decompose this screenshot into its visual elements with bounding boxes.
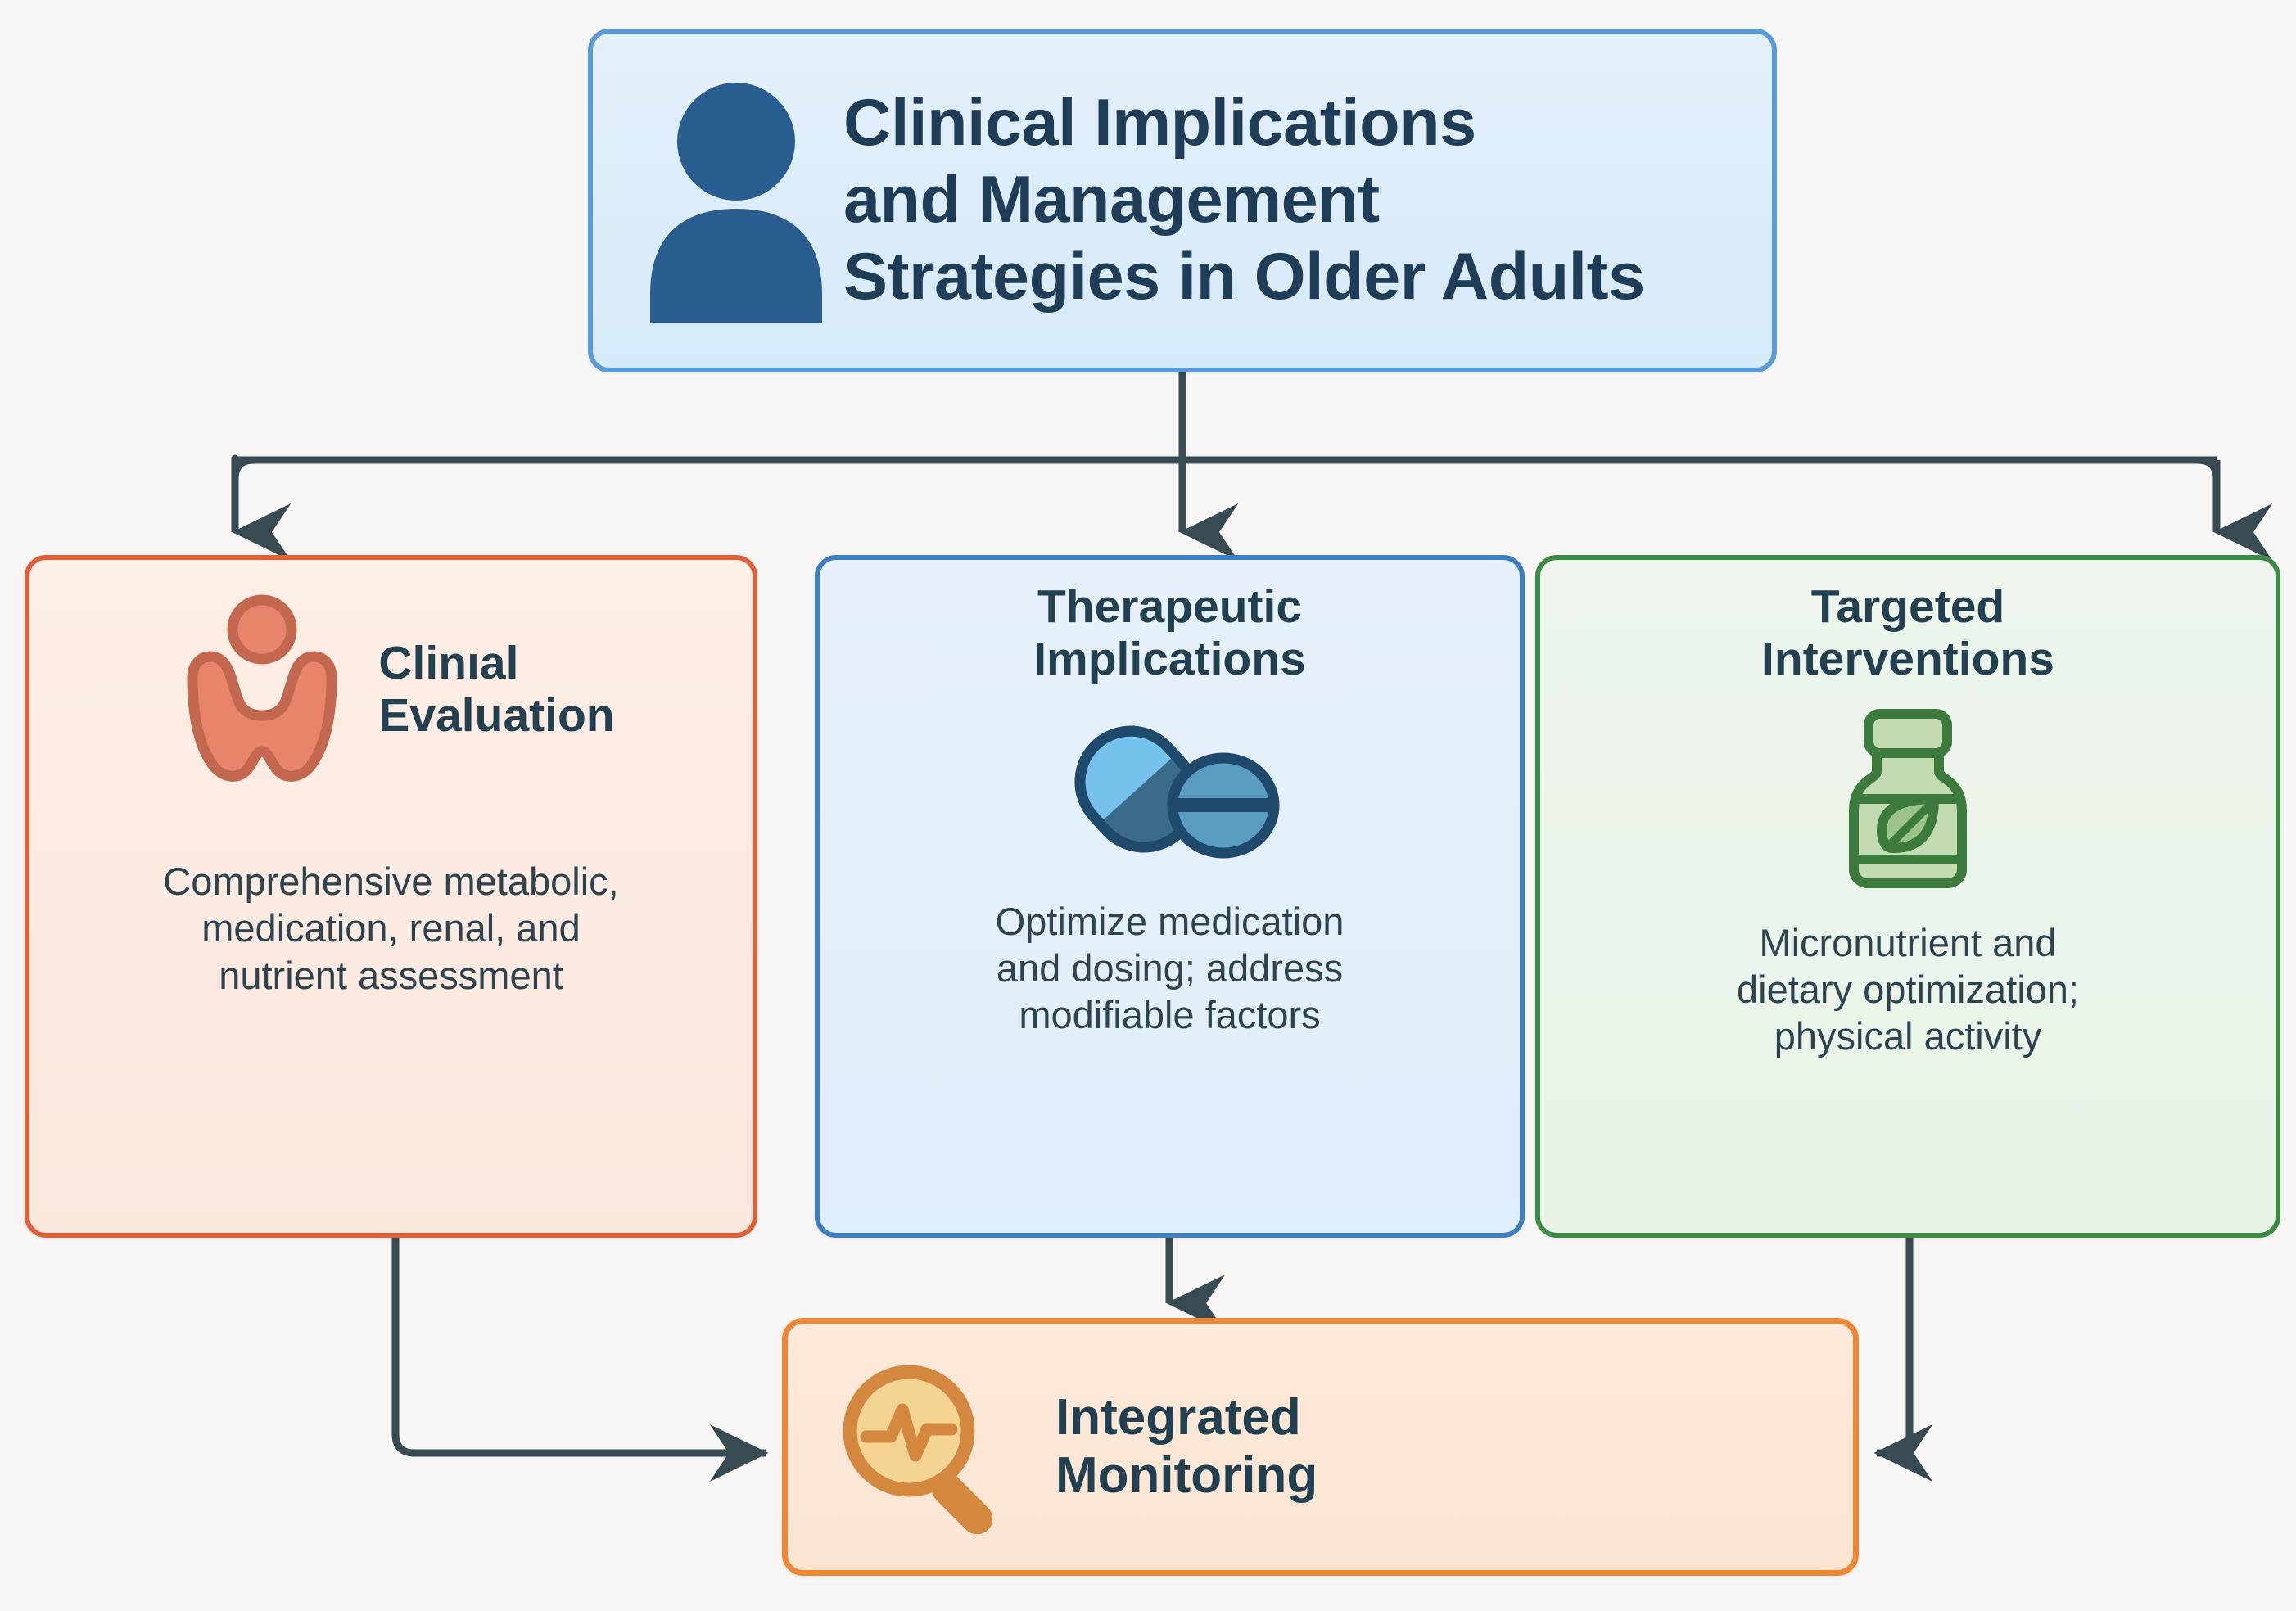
person-icon [634, 65, 838, 336]
header-title-line-3: Strategies in Older Adults [843, 239, 1645, 314]
supplement-bottle-icon [1834, 707, 1982, 891]
card-title: Targeted Interventions [1761, 580, 2054, 685]
card-description: Micronutrient and dietary optimization; … [1737, 920, 2079, 1058]
card-therapeutic-implications: Therapeutic Implications Optimize medica… [815, 555, 1525, 1238]
card-description: Optimize medication and dosing; address … [995, 899, 1345, 1037]
card-targeted-interventions: Targeted Interventions Micronutrient and… [1535, 555, 2280, 1238]
page-title: Clinical Implications and Management Str… [843, 85, 1736, 316]
thyroid-gland-icon [167, 593, 357, 787]
card-title: Clinıal Evaluation [378, 637, 615, 742]
header-card: Clinical Implications and Management Str… [588, 29, 1777, 372]
monitoring-title: Integrated Monitoring [1055, 1388, 1318, 1504]
card-header-row: Clinıal Evaluation [51, 593, 731, 787]
card-integrated-monitoring: Integrated Monitoring [782, 1318, 1859, 1576]
card-title: Therapeutic Implications [1033, 580, 1306, 685]
pills-icon [1060, 714, 1281, 865]
card-clinical-evaluation: Clinıal Evaluation Comprehensive metabol… [25, 555, 757, 1238]
header-title-line-2: and Management [843, 163, 1380, 237]
card-description: Comprehensive metabolic, medication, ren… [163, 860, 619, 997]
magnifier-pulse-icon [837, 1359, 1013, 1535]
header-title-line-1: Clinical Implications [843, 86, 1476, 160]
